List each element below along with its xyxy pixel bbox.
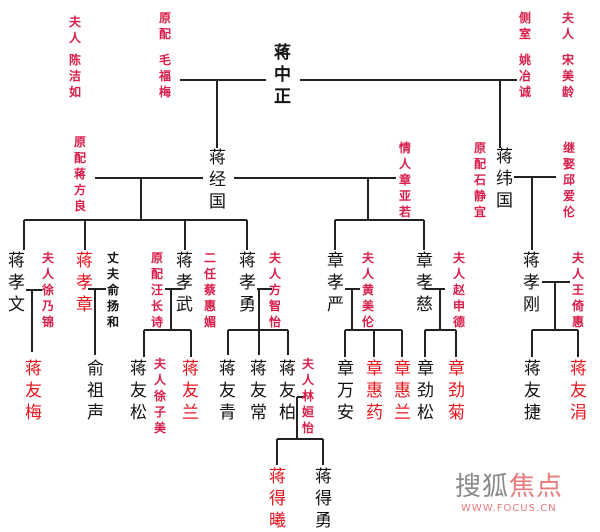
spouse-lin-hengyi: 夫人林姮怡 [302,357,315,435]
spouse-chen-jieru: 陈洁如 [69,53,82,99]
spouse-fang-zhiyi: 夫人方智怡 [269,251,282,329]
spouse-song-meiling: 宋美龄 [562,53,575,99]
spouse-wang-changshi: 原配汪长诗 [151,251,164,329]
spouse-label: 夫人 [69,15,82,45]
person-zhang-huiyao: 章惠药 [366,359,383,423]
person-jiang-youbai: 蒋友柏 [279,359,296,423]
person-jiang-youjuan: 蒋友涓 [570,359,587,423]
person-jiang-youjie: 蒋友捷 [524,359,541,423]
person-zhang-huilan: 章惠兰 [394,359,411,423]
spouse-cai-huimei: 二任蔡惠媚 [204,251,217,329]
person-jiang-yousong: 蒋友松 [130,359,147,423]
person-jiang-xiaozhang: 蒋孝章 [76,251,93,315]
person-jiang-youmei: 蒋友梅 [25,359,42,423]
spouse-jiang-fangliang: 原配蒋方良 [74,135,87,213]
spouse-yu-yanghe: 丈夫俞扬和 [107,251,120,329]
person-yu-zusheng: 俞祖声 [87,359,104,423]
watermark-brand-gray: 搜狐 [455,472,510,502]
watermark-brand-red: 焦点 [509,472,564,502]
person-jiang-zhongzheng: 蒋中正 [274,43,291,107]
spouse-label: 侧室 [519,11,532,41]
person-jiang-xiaowu: 蒋孝武 [176,251,193,315]
person-jiang-youqing: 蒋友青 [219,359,236,423]
spouse-huang-meilun: 夫人黄美伦 [362,251,375,329]
person-jiang-jingguo: 蒋经国 [209,148,226,212]
person-zhang-xiaoyan: 章孝严 [327,251,344,315]
watermark-logo: 搜狐焦点 WWW.FOCUS.CN [455,466,595,514]
person-zhang-jinsong: 章劲松 [417,359,434,423]
spouse-mao-fumei: 毛福梅 [159,53,172,99]
person-jiang-youlan: 蒋友兰 [182,359,199,423]
person-jiang-xiaoyong: 蒋孝勇 [239,251,256,315]
spouse-yao-yecheng: 姚冶诚 [519,53,532,99]
spouse-wang-yihui: 夫人王倚惠 [572,251,585,329]
person-jiang-deyong: 蒋得勇 [315,467,332,531]
person-jiang-youchang: 蒋友常 [250,359,267,423]
spouse-xu-naijin: 夫人徐乃锦 [42,251,55,329]
person-jiang-xiaowen: 蒋孝文 [8,251,25,315]
spouse-zhao-shende: 夫人赵申德 [453,251,466,329]
spouse-shi-jingyi: 原配石静宜 [474,141,487,219]
person-jiang-xiaogang: 蒋孝刚 [523,251,540,315]
spouse-qiu-ailun: 继娶邱爱伦 [563,141,576,219]
person-jiang-dexi: 蒋得曦 [269,467,286,531]
person-jiang-weiguo: 蒋纬国 [496,147,513,211]
watermark-url: WWW.FOCUS.CN [461,503,557,514]
lover-zhang-yaruo: 情人章亚若 [399,141,412,219]
spouse-xu-zimei: 夫人徐子美 [154,357,167,435]
person-zhang-wanan: 章万安 [337,359,354,423]
spouse-label: 夫人 [562,11,575,41]
spouse-label: 原配 [159,11,172,41]
person-zhang-xiaoci: 章孝慈 [416,251,433,315]
person-zhang-jinju: 章劲菊 [448,359,465,423]
